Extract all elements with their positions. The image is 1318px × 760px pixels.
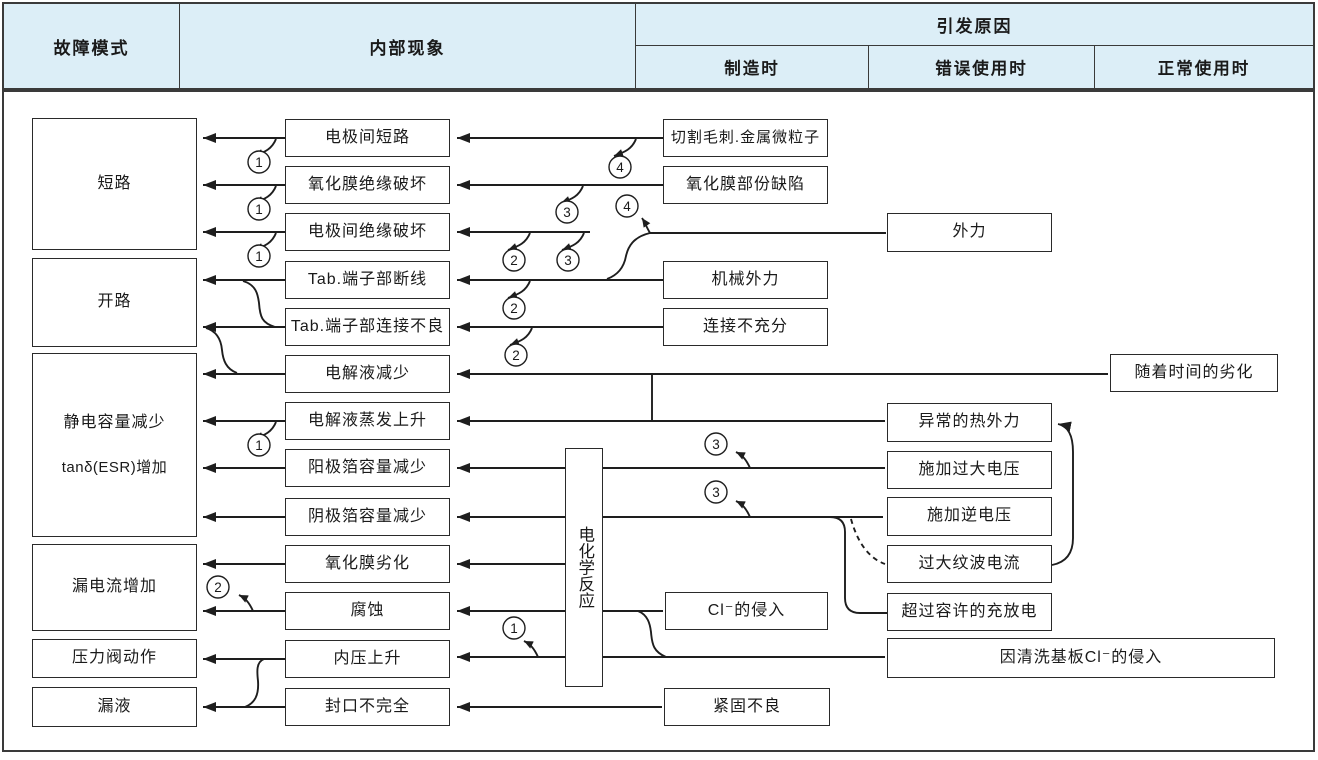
node-short-circuit: 短路 [32,118,197,250]
line [242,280,276,328]
ref-curl [507,232,531,251]
ref-number: 1 [255,155,263,170]
header-failure-mode: 故障模式 [4,4,180,88]
node-cl-ingress: Cl⁻的侵入 [665,592,828,630]
node-oxide-film-insulation-breakdown: 氧化膜绝缘破坏 [285,166,450,204]
node-electrolyte-evaporation: 电解液蒸发上升 [285,402,450,440]
ref-number: 1 [255,249,263,264]
ref-curl [561,232,585,251]
ref-number: 1 [510,621,518,636]
node-electrode-insulation-breakdown: 电极间绝缘破坏 [285,213,450,251]
ref-number: 4 [616,160,624,175]
ref-curl [560,185,584,204]
node-cathode-foil-capacity-decrease: 阴极箔容量减少 [285,498,450,536]
ref-circle [247,150,271,174]
node-aging-over-time: 随着时间的劣化 [1110,354,1278,392]
node-tab-terminal-break: Tab.端子部断线 [285,261,450,299]
ref-circle [502,616,526,640]
ref-circle [502,296,526,320]
ref-curl [613,138,637,157]
node-poor-fastening: 紧固不良 [664,688,830,726]
header-cause-subrow: 制造时 错误使用时 正常使用时 [636,46,1313,88]
ref-circle [247,433,271,457]
ref-curl [238,594,254,612]
node-cutting-burr-metal-particles: 切割毛刺.金属微粒子 [663,119,828,157]
ref-markers [206,150,728,640]
ref-circle [502,248,526,272]
ref-circle [615,194,639,218]
ref-circle [504,343,528,367]
node-oxide-film-degradation: 氧化膜劣化 [285,545,450,583]
node-label: 静电容量减少 [63,414,166,432]
line [606,232,651,280]
ref-circle [556,248,580,272]
ref-number: 1 [255,438,263,453]
ref-curl [523,640,539,658]
ref-number: 4 [623,199,631,214]
header-normal-use: 正常使用时 [1157,60,1251,78]
dashed-line [850,518,886,565]
node-liquid-leakage: 漏液 [32,687,197,727]
header-cause: 引发原因 [636,4,1313,46]
node-abnormal-thermal-force: 异常的热外力 [887,403,1052,442]
header-table: 故障模式 内部现象 引发原因 制造时 错误使用时 正常使用时 [2,2,1315,90]
node-mechanical-external-force: 机械外力 [663,261,828,299]
ref-number: 3 [712,437,720,452]
node-oxide-film-partial-defect: 氧化膜部份缺陷 [663,166,828,204]
ref-number: 3 [564,253,572,268]
ref-circle [555,200,579,224]
arrow-group [203,133,1108,712]
ref-number: 2 [214,580,222,595]
ref-number: 1 [255,202,263,217]
header-cause-group: 引发原因 制造时 错误使用时 正常使用时 [636,4,1313,88]
ref-number: 3 [563,205,571,220]
ref-number: 2 [512,348,520,363]
node-excess-charge-discharge: 超过容许的充放电 [887,593,1052,631]
node-capacitance-decrease: 静电容量减少 tanδ(ESR)增加 [32,353,197,537]
ref-numbers: 1 1 1 1 4 3 2 3 2 2 4 3 3 2 1 [214,155,720,636]
line [829,516,887,614]
ref-circle [247,244,271,268]
ref-circle [247,197,271,221]
ref-circle [704,480,728,504]
arrow [1051,421,1074,566]
node-leakage-current-increase: 漏电流增加 [32,544,197,631]
node-electrode-short: 电极间短路 [285,119,450,157]
ref-curl [735,500,751,518]
node-reverse-voltage: 施加逆电压 [887,497,1052,536]
line [205,327,238,374]
ref-curl [507,280,531,299]
ref-curl [735,451,751,469]
ref-circle [704,432,728,456]
node-open-circuit: 开路 [32,258,197,347]
node-incomplete-sealing: 封口不完全 [285,688,450,726]
node-anode-foil-capacity-decrease: 阳极箔容量减少 [285,449,450,487]
header-manufacturing: 制造时 [636,46,869,88]
node-excessive-ripple-current: 过大纹波电流 [887,545,1052,583]
ref-number: 2 [510,301,518,316]
ref-number: 2 [510,253,518,268]
ref-number: 3 [712,485,720,500]
node-internal-pressure-rise: 内压上升 [285,640,450,678]
line [637,610,667,658]
node-electrochemical-reaction: 电化学反应 [565,448,603,687]
node-tab-terminal-poor-connection: Tab.端子部连接不良 [285,308,450,346]
ref-curl [641,217,651,234]
header-internal-phenomenon: 内部现象 [180,4,636,88]
node-external-force: 外力 [887,213,1052,252]
ref-circle [608,155,632,179]
header-misuse: 错误使用时 [869,46,1095,88]
node-board-cleaning-cl-ingress: 因清洗基板Cl⁻的侵入 [887,638,1275,678]
line [244,658,265,708]
node-corrosion: 腐蚀 [285,592,450,630]
node-pressure-valve-operation: 压力阀动作 [32,639,197,678]
node-electrolyte-decrease: 电解液减少 [285,355,450,393]
node-excessive-voltage: 施加过大电压 [887,451,1052,489]
node-label-esr: tanδ(ESR)增加 [61,458,168,476]
ref-curl [509,327,533,346]
ref-circle [206,575,230,599]
node-insufficient-connection: 连接不充分 [663,308,828,346]
